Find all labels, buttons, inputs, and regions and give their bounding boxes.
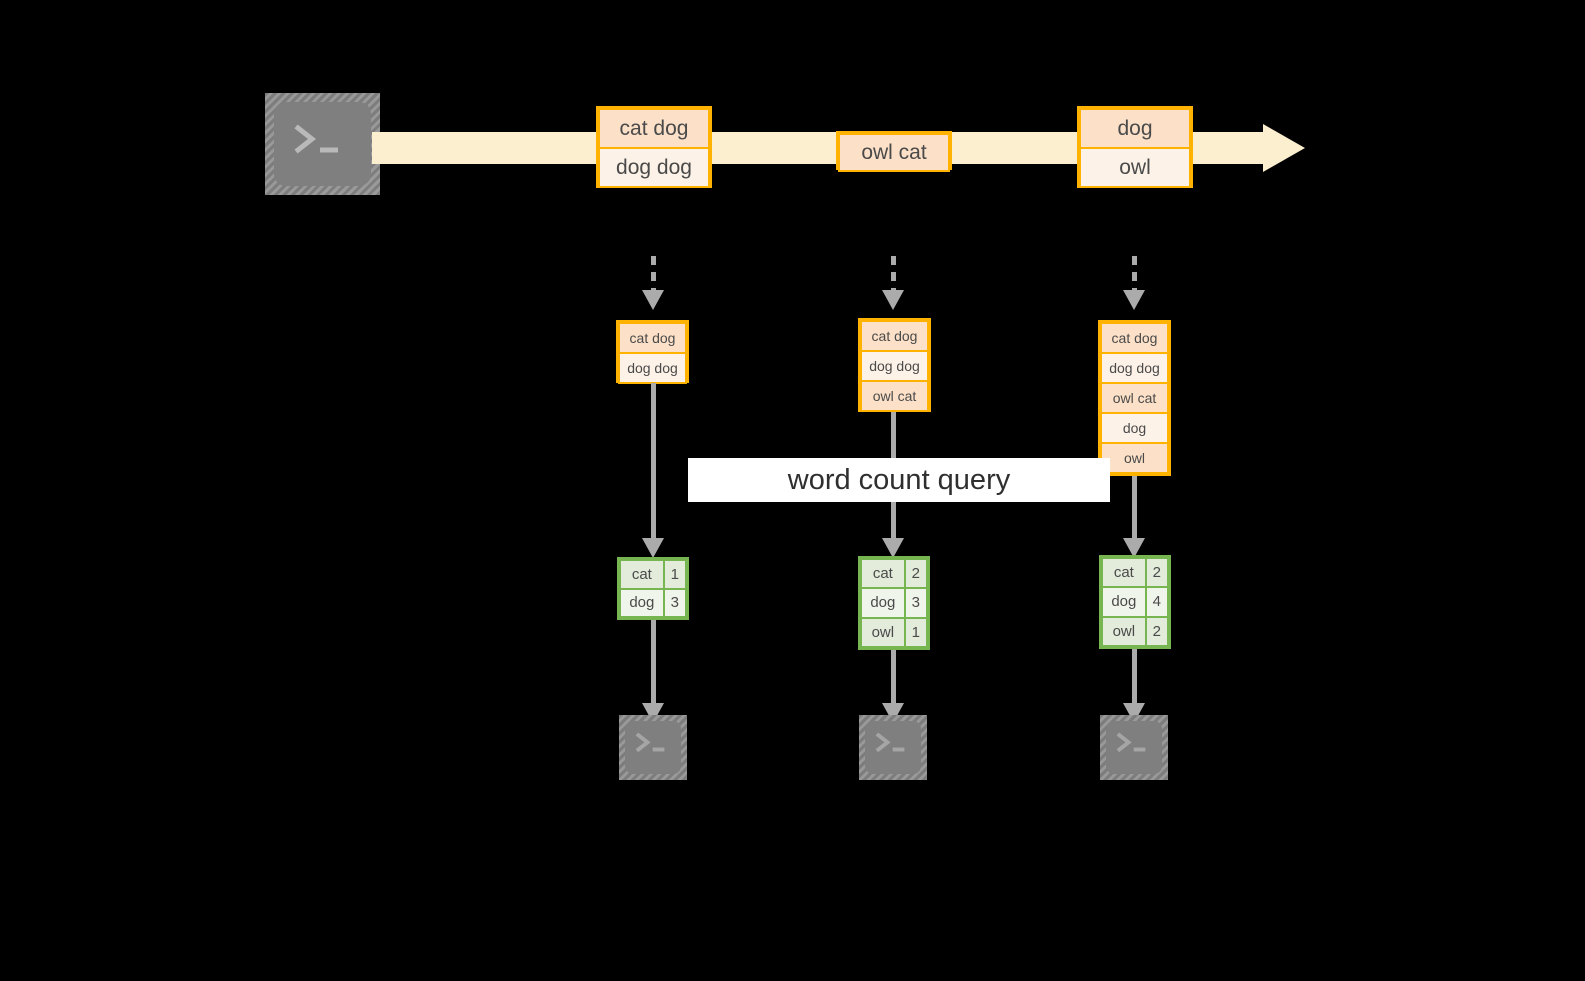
sink-arrow-1 [651, 620, 656, 705]
sink-terminal-icon-2 [859, 715, 927, 780]
snapshot-record-line: dog dog [618, 352, 687, 384]
sink-arrow-2 [891, 650, 896, 705]
query-arrowhead-1 [642, 538, 664, 558]
result-word-cell: cat [619, 559, 665, 590]
stream-event-line: dog [1079, 108, 1191, 149]
result-count-cell: 4 [1144, 586, 1169, 618]
stream-event-2: owl cat [836, 131, 952, 172]
stream-event-line: owl cat [838, 133, 950, 172]
result-count-cell: 3 [662, 587, 687, 618]
snapshot-trigger-arrowhead-2 [882, 290, 904, 310]
result-table-3: cat 2 dog 4 owl 2 [1099, 555, 1171, 649]
terminal-screen [1106, 721, 1162, 774]
table-row: cat 2 [860, 558, 928, 590]
query-arrowhead-2 [882, 538, 904, 558]
terminal-screen [274, 102, 371, 186]
table-row: dog 3 [619, 587, 687, 618]
stream-event-line: dog dog [598, 147, 710, 188]
snapshot-1-records: cat dog dog dog [616, 320, 689, 384]
result-word-cell: cat [1101, 557, 1147, 589]
terminal-prompt-icon [875, 732, 905, 753]
result-count-cell: 2 [1144, 615, 1169, 647]
terminal-prompt-icon [294, 124, 338, 154]
snapshot-trigger-arrowhead-1 [642, 290, 664, 310]
sink-terminal-icon-3 [1100, 715, 1168, 780]
stream-event-3: dog owl [1077, 106, 1193, 188]
stream-arrow-head [1263, 124, 1305, 172]
sink-terminal-icon-1 [619, 715, 687, 780]
result-table-1: cat 1 dog 3 [617, 557, 689, 620]
table-row: owl 1 [860, 616, 928, 648]
result-count-cell: 2 [1144, 557, 1169, 589]
stream-event-1: cat dog dog dog [596, 106, 712, 188]
snapshot-2-records: cat dog dog dog owl cat [858, 318, 931, 412]
result-word-cell: cat [860, 558, 906, 590]
result-count-cell: 1 [903, 616, 928, 648]
stream-event-line: cat dog [598, 108, 710, 149]
query-arrowhead-3 [1123, 538, 1145, 558]
table-row: cat 2 [1101, 557, 1169, 589]
result-word-cell: dog [619, 587, 665, 618]
result-count-cell: 2 [903, 558, 928, 590]
snapshot-record-line: cat dog [618, 322, 687, 354]
table-row: cat 1 [619, 559, 687, 590]
result-word-cell: dog [1101, 586, 1147, 618]
snapshot-trigger-arrow-2 [891, 256, 896, 292]
result-count-cell: 3 [903, 587, 928, 619]
result-table-2: cat 2 dog 3 owl 1 [858, 556, 930, 650]
snapshot-trigger-arrow-1 [651, 256, 656, 292]
query-arrow-1 [651, 383, 656, 540]
table-row: owl 2 [1101, 615, 1169, 647]
table-row: dog 4 [1101, 586, 1169, 618]
stream-event-line: owl [1079, 147, 1191, 188]
terminal-screen [865, 721, 921, 774]
sink-arrow-3 [1132, 649, 1137, 705]
snapshot-trigger-arrowhead-3 [1123, 290, 1145, 310]
terminal-screen [625, 721, 681, 774]
result-word-cell: owl [860, 616, 906, 648]
snapshot-record-line: owl cat [1100, 382, 1169, 414]
snapshot-record-line: dog [1100, 412, 1169, 444]
snapshot-3-records: cat dog dog dog owl cat dog owl [1098, 320, 1171, 476]
query-arrow-3 [1132, 476, 1137, 540]
result-word-cell: dog [860, 587, 906, 619]
snapshot-record-line: dog dog [1100, 352, 1169, 384]
terminal-prompt-icon [1116, 732, 1146, 753]
snapshot-record-line: cat dog [860, 320, 929, 352]
result-word-cell: owl [1101, 615, 1147, 647]
terminal-prompt-icon [635, 732, 665, 753]
snapshot-record-line: dog dog [860, 350, 929, 382]
table-row: dog 3 [860, 587, 928, 619]
result-count-cell: 1 [662, 559, 687, 590]
query-label: word count query [688, 458, 1110, 502]
source-terminal-icon [265, 93, 380, 195]
snapshot-record-line: cat dog [1100, 322, 1169, 354]
snapshot-record-line: owl [1100, 442, 1169, 474]
snapshot-trigger-arrow-3 [1132, 256, 1137, 292]
snapshot-record-line: owl cat [860, 380, 929, 412]
